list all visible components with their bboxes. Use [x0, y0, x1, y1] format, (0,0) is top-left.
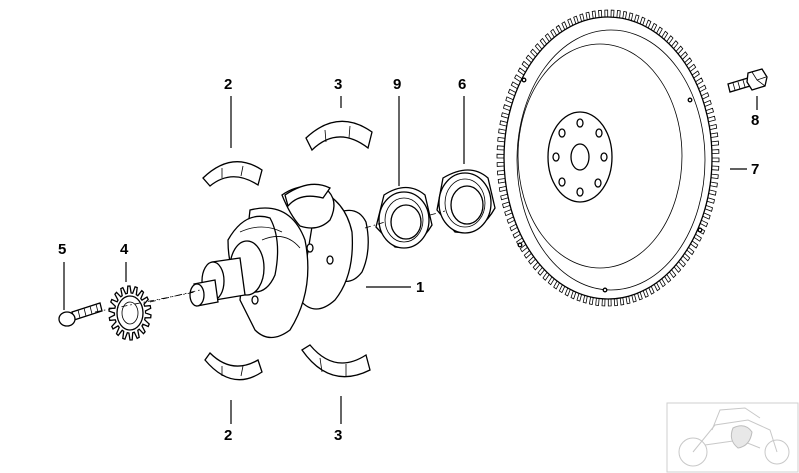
crankshaft[interactable] [189, 183, 369, 339]
callout-6: 6 [458, 76, 466, 93]
assembly-axis-line [94, 289, 201, 313]
callout-1: 1 [416, 279, 424, 296]
callout-7: 7 [751, 161, 759, 178]
bearing-shell-upper-2[interactable] [202, 161, 263, 187]
flywheel-center-bore [570, 143, 590, 171]
leader-lines [63, 96, 758, 424]
callout-8: 8 [751, 112, 759, 129]
callout-2-upper: 2 [224, 76, 232, 93]
callout-5: 5 [58, 241, 66, 258]
sprocket[interactable] [108, 285, 152, 341]
bearing-shell-lower-3[interactable] [301, 344, 371, 378]
sprocket-bolt[interactable] [58, 302, 103, 327]
flywheel-ring-gear-teeth [496, 9, 720, 307]
callout-2-lower: 2 [224, 427, 232, 444]
callout-9: 9 [393, 76, 401, 93]
bearing-ring[interactable] [375, 186, 433, 249]
bearing-shell-lower-2[interactable] [204, 351, 263, 381]
assembly-axis-line-2 [364, 210, 446, 229]
callout-3-lower: 3 [334, 427, 342, 444]
flywheel-rim-holes [517, 77, 703, 293]
flywheel-inner-face [517, 43, 683, 269]
seal-ring[interactable] [436, 169, 496, 234]
flywheel[interactable] [496, 9, 720, 307]
flywheel-bolt[interactable] [727, 68, 768, 93]
flywheel-bolt-holes [552, 118, 608, 197]
motorcycle-thumbnail [666, 402, 799, 473]
callout-3-upper: 3 [334, 76, 342, 93]
flywheel-outer-face [516, 29, 706, 291]
callout-4: 4 [120, 241, 129, 258]
bearing-shell-upper-3[interactable] [305, 120, 373, 152]
